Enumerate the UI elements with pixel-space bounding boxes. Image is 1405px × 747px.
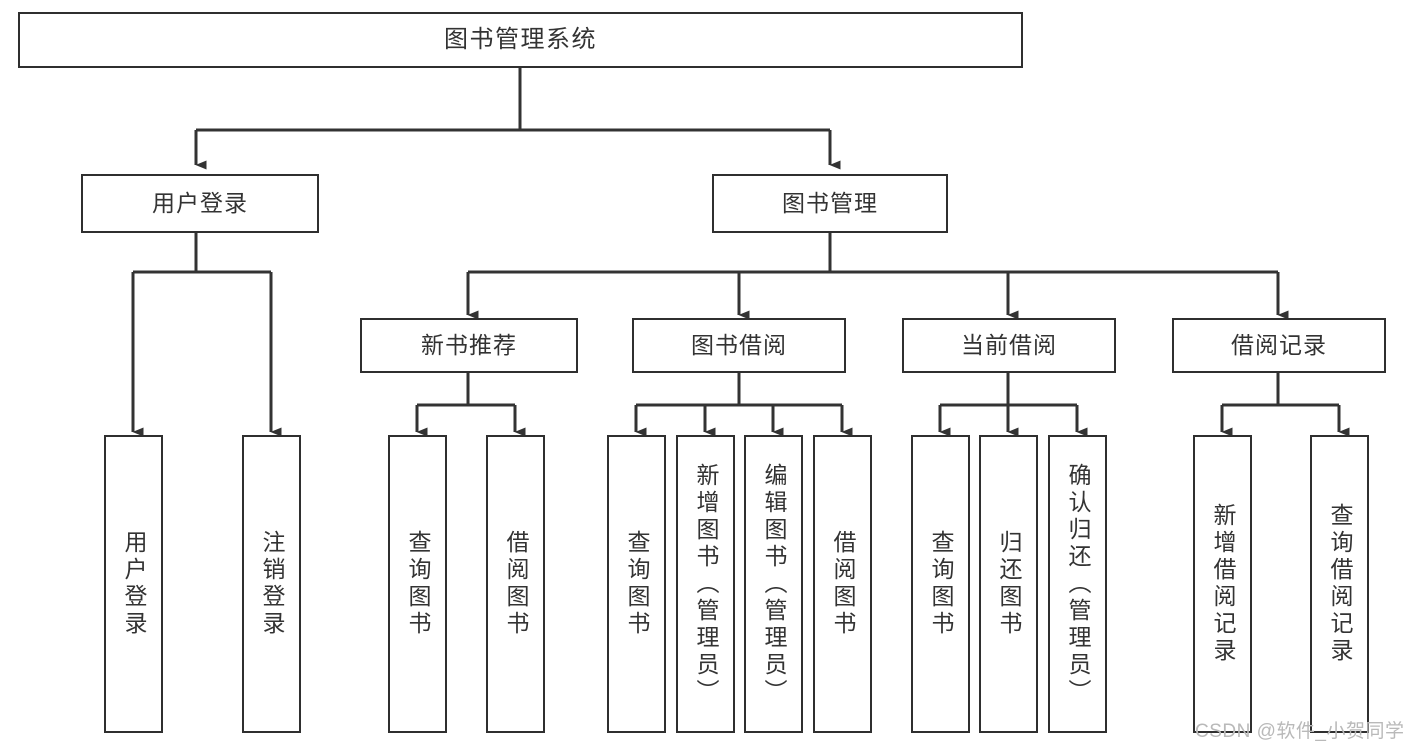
node-leaf-query-book-recommend[interactable]: 查询图书: [388, 435, 447, 733]
node-current-borrow[interactable]: 当前借阅: [902, 318, 1116, 373]
node-label: 当前借阅: [961, 332, 1057, 359]
node-label: 用户登录: [152, 190, 248, 217]
node-label: 查询图书: [624, 530, 650, 638]
node-label: 归还图书: [996, 530, 1022, 638]
node-label: 用户登录: [121, 530, 147, 638]
node-label: 查询借阅记录: [1327, 503, 1353, 665]
node-label: 编辑图书（管理员）: [761, 462, 787, 706]
node-label: 确认归还（管理员）: [1065, 462, 1091, 706]
node-book-manage[interactable]: 图书管理: [712, 174, 948, 233]
node-label: 图书借阅: [691, 332, 787, 359]
node-label: 新书推荐: [421, 332, 517, 359]
node-leaf-edit-book[interactable]: 编辑图书（管理员）: [744, 435, 803, 733]
node-label: 新增图书（管理员）: [693, 462, 719, 706]
node-leaf-logout-login[interactable]: 注销登录: [242, 435, 301, 733]
node-new-book-recommend[interactable]: 新书推荐: [360, 318, 578, 373]
node-root-system[interactable]: 图书管理系统: [18, 12, 1023, 68]
node-label: 借阅图书: [830, 530, 856, 638]
node-label: 查询图书: [405, 530, 431, 638]
node-leaf-query-book-current[interactable]: 查询图书: [911, 435, 970, 733]
node-label: 借阅图书: [503, 530, 529, 638]
node-borrow-record[interactable]: 借阅记录: [1172, 318, 1386, 373]
node-leaf-borrow-book[interactable]: 借阅图书: [813, 435, 872, 733]
node-leaf-confirm-return[interactable]: 确认归还（管理员）: [1048, 435, 1107, 733]
node-leaf-borrow-book-recommend[interactable]: 借阅图书: [486, 435, 545, 733]
node-leaf-query-book-borrow[interactable]: 查询图书: [607, 435, 666, 733]
node-label: 查询图书: [928, 530, 954, 638]
node-label: 图书管理: [782, 190, 878, 217]
node-label: 新增借阅记录: [1210, 503, 1236, 665]
node-leaf-return-book[interactable]: 归还图书: [979, 435, 1038, 733]
node-leaf-add-book[interactable]: 新增图书（管理员）: [676, 435, 735, 733]
node-user-login[interactable]: 用户登录: [81, 174, 319, 233]
node-label: 注销登录: [259, 530, 285, 638]
node-book-borrow[interactable]: 图书借阅: [632, 318, 846, 373]
node-label: 图书管理系统: [444, 26, 597, 54]
node-leaf-query-borrow-record[interactable]: 查询借阅记录: [1310, 435, 1369, 733]
node-leaf-user-login[interactable]: 用户登录: [104, 435, 163, 733]
node-label: 借阅记录: [1231, 332, 1327, 359]
node-leaf-add-borrow-record[interactable]: 新增借阅记录: [1193, 435, 1252, 733]
